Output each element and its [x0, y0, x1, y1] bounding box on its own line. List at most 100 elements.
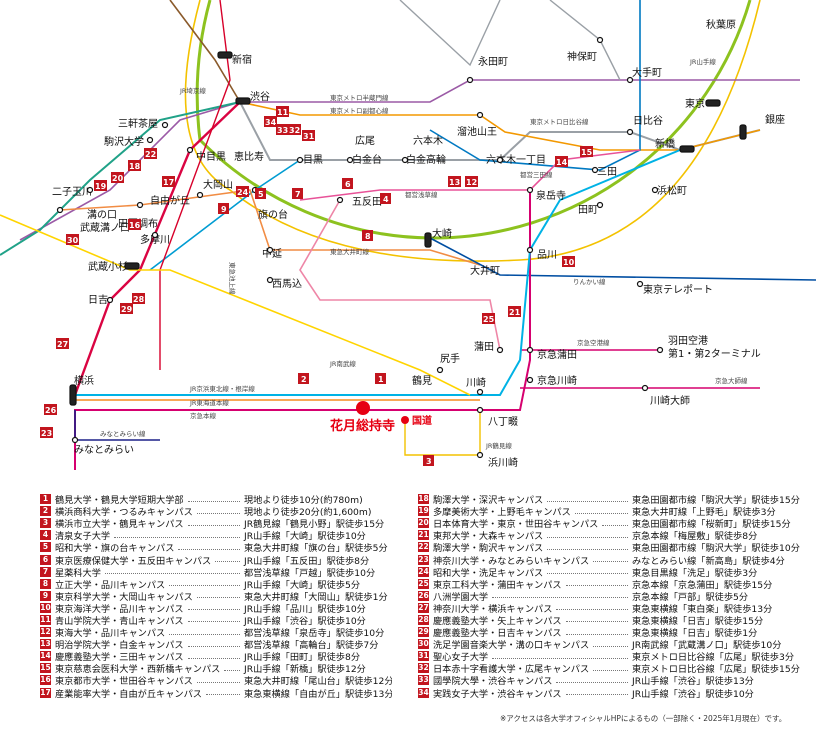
station-roppongi: 六本木 [413, 134, 443, 147]
svg-text:17: 17 [163, 178, 174, 187]
legend-number: 11 [40, 614, 51, 625]
university-access: JR山手線「大崎」駅徒歩5分 [244, 579, 361, 590]
station-roppongi1: 六本木一丁目 [486, 153, 546, 166]
svg-text:27: 27 [57, 340, 68, 349]
university-access: JR山手線「渋谷」駅徒歩10分 [632, 688, 754, 699]
kokudo-label: 国道 [412, 414, 432, 427]
leader-dots [547, 536, 628, 538]
leader-dots [187, 524, 240, 526]
university-access: JR山手線「大崎」駅徒歩10分 [244, 531, 366, 542]
shonan-line [159, 0, 231, 370]
leader-dots [178, 548, 240, 550]
university-name: 東京科学大学・大岡山キャンパス [55, 591, 193, 602]
station-keikyukawasaki: 京急川崎 [537, 374, 577, 387]
leader-dots [547, 548, 628, 550]
leader-dots [547, 500, 628, 502]
target-marker [356, 401, 370, 415]
jr-gray-line [399, 0, 501, 67]
legend-number: 12 [40, 627, 51, 638]
station-nodes [56, 36, 747, 459]
svg-text:9: 9 [221, 205, 227, 214]
station-shibuya: 渋谷 [250, 90, 270, 103]
leader-dots [565, 621, 628, 623]
legend-row: 8 立正大学・品川キャンパス JR山手線「大崎」駅徒歩5分 [40, 578, 392, 590]
legend-row: 13 明治学院大学・白金キャンパス 都営浅草線「高輪台」駅徒歩7分 [40, 638, 392, 650]
station-sangenjaya: 三軒茶屋 [118, 117, 158, 130]
legend-number: 14 [40, 651, 51, 662]
university-access: 東京メトロ日比谷線「広尾」駅徒歩15分 [632, 664, 800, 675]
station-kawasakidaishi: 川崎大師 [650, 394, 690, 407]
map-badges: 1 2 3 4 5 6 7 8 9 10 11 12 13 14 15 16 1… [40, 106, 593, 466]
university-access: 京急本線「京急蒲田」駅徒歩15分 [632, 579, 773, 590]
line-label-asakusa: 都営浅草線 [405, 190, 438, 199]
university-access: 都営浅草線「高輪台」駅徒歩7分 [244, 640, 379, 651]
station-teleport: 東京テレポート [643, 283, 713, 296]
leader-dots [196, 681, 240, 683]
legend-number: 20 [418, 518, 429, 529]
legend-number: 25 [418, 578, 429, 589]
svg-text:23: 23 [41, 429, 52, 438]
university-name: 実践女子大学・渋谷キャンパス [433, 688, 562, 699]
station-haneda2: 第1・第2ターミナル [668, 347, 761, 360]
university-name: 多摩美術大学・上野毛キャンパス [433, 507, 571, 518]
leader-dots [187, 645, 240, 647]
station-shimbashi: 新橋 [655, 137, 675, 150]
legend-number: 6 [40, 554, 51, 565]
footnote: ※アクセスは各大学オフィシャルHPによるもの（一部除く・2025年1月現在）です… [500, 714, 787, 723]
leader-dots [593, 669, 628, 671]
line-label-ikegami: 東急池上線 [228, 262, 237, 295]
university-name: 青山学院大学・青山キャンパス [55, 615, 184, 627]
university-name: 東邦大学・大森キャンパス [433, 531, 544, 542]
svg-text:21: 21 [509, 308, 521, 317]
station-tamachi: 田町 [578, 205, 598, 216]
line-label-minatomirai: みなとみらい線 [100, 429, 146, 438]
station-ginza: 銀座 [765, 113, 785, 126]
leader-dots [547, 573, 628, 575]
legend-number: 13 [40, 639, 51, 650]
leader-dots [556, 681, 628, 683]
university-name: 東京慈恵会医科大学・西新橋キャンパス [55, 664, 221, 675]
svg-text:33: 33 [277, 126, 288, 135]
leader-dots [187, 500, 240, 502]
station-magome: 西馬込 [272, 278, 302, 290]
svg-text:32: 32 [289, 126, 300, 135]
university-name: 鶴見大学・鶴見大学短期大学部 [55, 495, 184, 506]
legend-number: 30 [418, 639, 429, 650]
university-name: 横浜市立大学・鶴見キャンパス [55, 519, 184, 530]
svg-text:29: 29 [121, 305, 133, 314]
line-label-daishi: 京急大師線 [715, 376, 748, 385]
tsurumi-line [404, 410, 481, 456]
university-name: 明治学院大学・白金キャンパス [55, 640, 184, 651]
university-name: 立正大学・品川キャンパス [55, 579, 166, 590]
legend-number: 8 [40, 578, 51, 589]
rinkai-line [429, 237, 816, 281]
university-name: 慶應義塾大学・矢上キャンパス [433, 615, 562, 627]
university-access: 京急本線「梅屋敷」駅徒歩8分 [632, 531, 758, 542]
university-access: JR南武線「武蔵溝ノ口」駅徒歩10分 [632, 640, 782, 651]
leader-dots [215, 561, 240, 563]
university-name: 東京工科大学・蒲田キャンパス [433, 579, 562, 590]
station-shinagawa: 品川 [537, 249, 557, 261]
svg-text:18: 18 [129, 162, 141, 171]
line-label-fukutoshin: 東京メトロ副都心線 [330, 106, 389, 115]
station-jimbocho: 神保町 [567, 50, 597, 63]
line-label-hibiya: 東京メトロ日比谷線 [530, 117, 589, 126]
svg-text:12: 12 [466, 178, 477, 187]
line-label-saikyo: JR埼京線 [179, 86, 206, 95]
leader-dots [565, 633, 628, 635]
station-nagatacho: 永田町 [478, 55, 508, 68]
university-access: JR山手線「渋谷」駅徒歩13分 [632, 676, 754, 687]
legend-number: 1 [40, 494, 51, 505]
university-access: 京急本線「戸部」駅徒歩5分 [632, 591, 749, 602]
denentoshi-line [0, 101, 241, 256]
